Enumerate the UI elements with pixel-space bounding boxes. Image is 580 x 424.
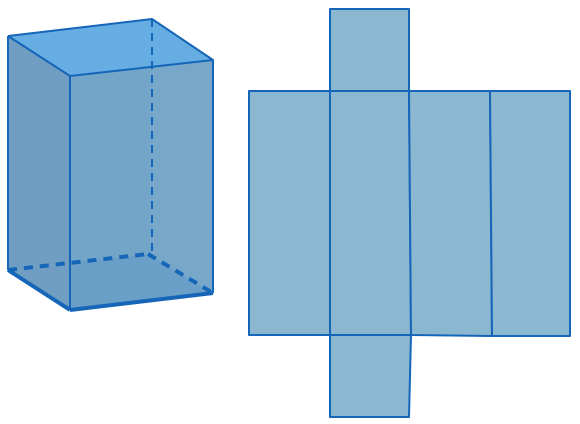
hidden-edge-bottom-left: [7, 252, 149, 272]
prism-net: [248, 8, 571, 418]
net-face-2: [329, 90, 412, 336]
prism-front-face: [70, 60, 213, 310]
net-bottom-face: [329, 334, 412, 418]
prism-visible-edges: [6, 18, 214, 312]
prism-top-face: [8, 19, 213, 76]
hidden-edge-bottom-right: [146, 252, 215, 295]
net-top-face: [329, 8, 410, 92]
edge-bottom-left: [6, 268, 72, 312]
net-face-4: [489, 90, 571, 337]
prism-hidden-edges: [7, 19, 215, 295]
prism-left-face: [8, 36, 70, 310]
net-face-3: [408, 90, 493, 337]
rectangular-prism: [6, 18, 215, 312]
edge-bottom-front: [69, 291, 214, 312]
net-face-1: [248, 90, 331, 336]
